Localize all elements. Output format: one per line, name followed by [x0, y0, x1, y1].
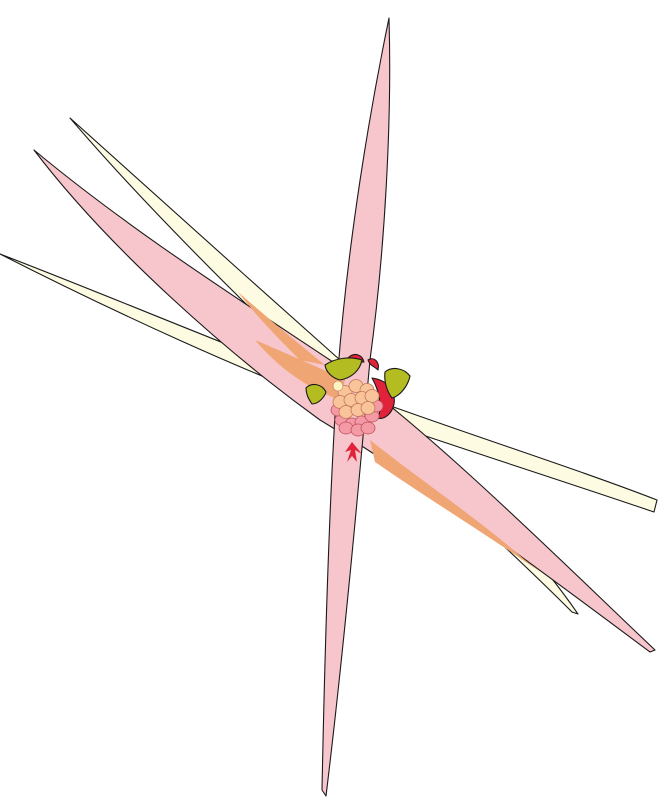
red-stamen-bottom: [345, 442, 362, 462]
berry-peach: [364, 389, 380, 403]
berry-cluster: [330, 379, 384, 437]
olive-leaf-left: [305, 383, 327, 405]
petal-group: [0, 17, 658, 797]
olive-leaf-top: [324, 357, 363, 381]
berry-rose: [360, 421, 376, 435]
overlap-band-mid: [255, 340, 345, 400]
berry-highlight: [332, 380, 344, 392]
flower-center: [305, 353, 411, 462]
berry-rose: [338, 421, 354, 435]
red-sepal-top-right: [367, 358, 379, 371]
berry-peach: [360, 401, 376, 415]
olive-leaf-right: [384, 367, 411, 399]
overlap-band-lower: [370, 440, 540, 572]
